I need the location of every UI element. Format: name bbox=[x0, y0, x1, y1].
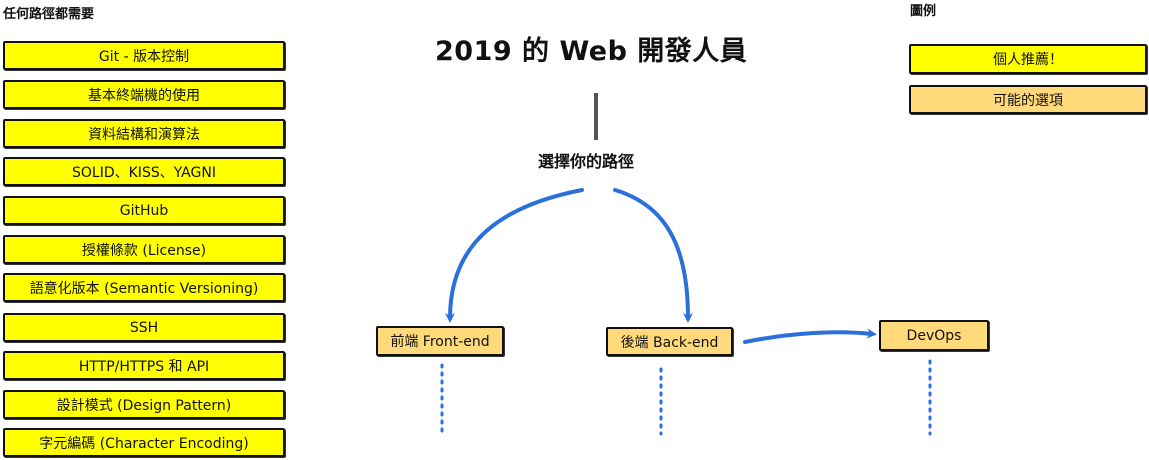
arrow-to-frontend bbox=[445, 188, 584, 323]
requirement-item[interactable]: 授權條款 (License) bbox=[3, 235, 285, 264]
requirement-item[interactable]: 字元編碼 (Character Encoding) bbox=[3, 428, 285, 457]
requirement-item[interactable]: 資料結構和演算法 bbox=[3, 119, 285, 148]
requirement-item[interactable]: GitHub bbox=[3, 196, 285, 225]
requirement-item[interactable]: HTTP/HTTPS 和 API bbox=[3, 351, 285, 380]
choose-path-label: 選擇你的路徑 bbox=[538, 152, 635, 171]
requirements-heading: 任何路徑都需要 bbox=[3, 7, 95, 22]
frontend-node[interactable]: 前端 Front-end bbox=[376, 326, 504, 356]
requirement-item[interactable]: 語意化版本 (Semantic Versioning) bbox=[3, 273, 285, 302]
devops-node[interactable]: DevOps bbox=[879, 320, 989, 351]
legend-option: 可能的選項 bbox=[909, 85, 1147, 114]
requirement-item[interactable]: SOLID、KISS、YAGNI bbox=[3, 157, 285, 186]
requirement-item[interactable]: 設計模式 (Design Pattern) bbox=[3, 390, 285, 419]
requirement-item[interactable]: Git - 版本控制 bbox=[3, 41, 285, 70]
roadmap-title: 2019 的 Web 開發人員 bbox=[435, 36, 748, 67]
legend-recommended: 個人推薦！ bbox=[909, 44, 1147, 74]
backend-node[interactable]: 後端 Back-end bbox=[606, 327, 733, 356]
arrow-to-devops bbox=[743, 328, 877, 344]
arrow-to-backend bbox=[613, 188, 693, 323]
legend-heading: 圖例 bbox=[910, 4, 937, 19]
requirement-item[interactable]: 基本終端機的使用 bbox=[3, 80, 285, 109]
requirement-item[interactable]: SSH bbox=[3, 313, 285, 342]
